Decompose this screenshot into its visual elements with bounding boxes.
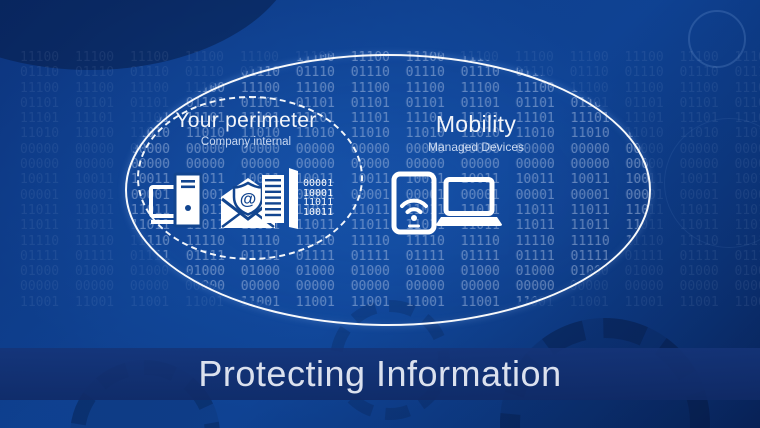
title-band: Protecting Information <box>0 348 760 400</box>
desktop-computer-icon <box>149 172 203 228</box>
binary-data-block: 00001 10001 11011 10011 <box>303 178 334 218</box>
decorative-ring-icon <box>688 10 746 68</box>
smartphone-wifi-icon <box>391 171 437 235</box>
at-symbol: @ <box>240 190 257 209</box>
perimeter-dashed-ellipse <box>137 96 363 260</box>
laptop-icon <box>436 177 502 226</box>
decorative-dark-circle <box>0 0 300 70</box>
decorative-ring-icon <box>664 118 760 248</box>
mobility-title: Mobility <box>435 111 517 137</box>
perimeter-subtitle: Company internal <box>200 136 292 148</box>
mobility-subtitle: Managed Devices <box>427 140 525 154</box>
server-icon <box>262 168 298 229</box>
outer-boundary-ellipse <box>125 54 651 326</box>
perimeter-title: Your perimeter <box>175 109 317 132</box>
slide-title: Protecting Information <box>198 353 562 394</box>
